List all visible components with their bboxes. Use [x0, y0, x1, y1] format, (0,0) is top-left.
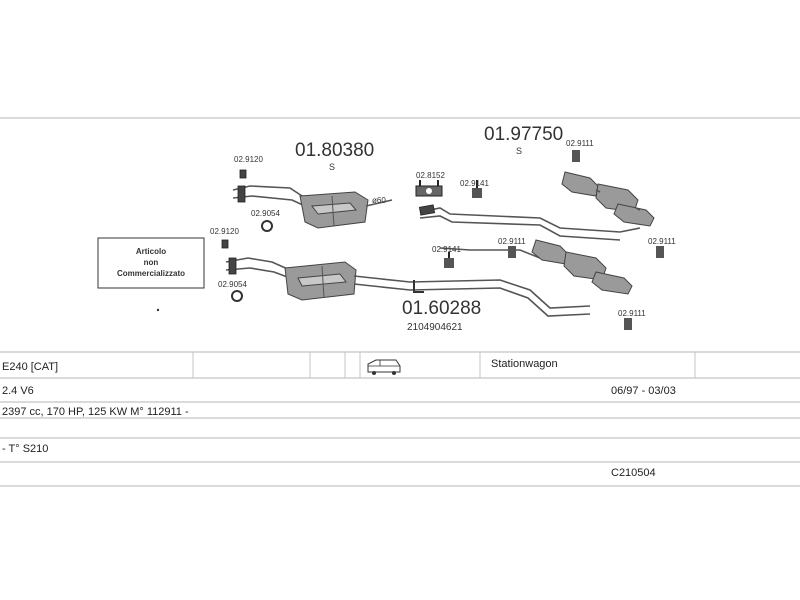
hardware-label-rubber-c: 02.9111	[566, 139, 594, 148]
note-line-3: Commercializzato	[117, 269, 185, 278]
hardware-label-gasket-b: 02.9054	[218, 280, 247, 289]
part-number-rear-upper: 01.97750	[484, 124, 563, 145]
upper-mid-pipe-2	[419, 215, 621, 241]
upper-mid-clamp	[418, 204, 436, 216]
diameter-label: ø60	[372, 196, 386, 205]
model-cell: E240 [CAT]	[2, 361, 58, 373]
lower-mid-pipe-upper	[439, 247, 546, 261]
upper-exhaust-system	[232, 171, 655, 241]
gasket-icon	[261, 220, 273, 232]
vehicle-info-table: E240 [CAT] Stationwagon 2.4 V6 06/97 - 0…	[0, 352, 800, 487]
engine-cell: 2.4 V6	[2, 385, 34, 397]
lower-mid-pipe-2	[353, 283, 591, 317]
hardware-label-hanger-b: 02.9120	[210, 227, 239, 236]
hanger-icon	[239, 169, 247, 179]
mount-icon	[415, 180, 443, 197]
hardware-label-gasket-a: 02.9054	[251, 209, 280, 218]
hardware-label-hanger-a: 02.9120	[234, 155, 263, 164]
hanger-icon	[221, 239, 229, 249]
upper-mid-pipe	[419, 207, 641, 233]
upper-front-muffler-seam	[331, 195, 335, 227]
dot-marker	[156, 308, 160, 312]
rubber-mount-icon	[472, 180, 482, 198]
upper-front-muffler-highlight	[311, 202, 357, 215]
part-suffix-rear-upper: S	[516, 146, 522, 156]
lower-front-muffler-seam	[321, 265, 325, 299]
hardware-label-rubber-f: 02.9111	[618, 309, 646, 318]
hardware-label-rubber-e: 02.9111	[648, 237, 676, 246]
type-code-cell: - T° S210	[2, 443, 48, 455]
oem-number-front-lower: 2104904621	[407, 322, 463, 333]
rubber-mount-icon	[444, 252, 454, 268]
hardware-label-rubber-a: 02.9141	[460, 179, 489, 188]
upper-rear-muffler-a	[561, 171, 599, 197]
body-type-cell: Stationwagon	[491, 358, 558, 370]
lower-rear-muffler-c	[591, 271, 633, 295]
lower-mid-pipe	[353, 275, 591, 309]
part-suffix-front-upper: S	[329, 162, 335, 172]
hardware-label-rubber-b: 02.9141	[432, 245, 461, 254]
bracket-icon	[413, 280, 424, 293]
rubber-mount-icon	[656, 246, 664, 258]
gasket-icon	[231, 290, 243, 302]
upper-flange	[237, 185, 246, 203]
lower-exhaust-system	[225, 239, 633, 317]
hardware-parts	[221, 150, 664, 330]
lower-front-muffler-highlight	[297, 273, 347, 287]
station-wagon-icon	[367, 359, 401, 375]
part-number-front-lower: 01.60288	[402, 298, 481, 319]
hardware-label-mount-center: 02.8152	[416, 171, 445, 180]
upper-rear-muffler-c	[613, 203, 655, 227]
reference-cell: C210504	[611, 467, 656, 479]
upper-rear-connectors	[595, 189, 641, 211]
lower-front-pipe	[225, 257, 291, 271]
lower-flange	[228, 257, 237, 275]
not-available-note: Articolo non Commercializzato	[97, 237, 205, 289]
hardware-label-rubber-d: 02.9111	[498, 237, 526, 246]
lower-front-pipe-2	[225, 267, 291, 279]
specs-cell: 2397 cc, 170 HP, 125 KW M° 112911 -	[2, 406, 189, 418]
note-line-1: Articolo	[136, 247, 166, 256]
rubber-mount-icon	[624, 318, 632, 330]
rubber-mount-icon	[508, 246, 516, 258]
lower-rear-muffler-a	[531, 239, 569, 265]
upper-outlet-pipe	[365, 199, 393, 207]
note-line-2: non	[144, 258, 159, 267]
part-number-front-upper: 01.80380	[295, 140, 374, 161]
rubber-mount-icon	[572, 150, 580, 162]
years-cell: 06/97 - 03/03	[611, 385, 676, 397]
